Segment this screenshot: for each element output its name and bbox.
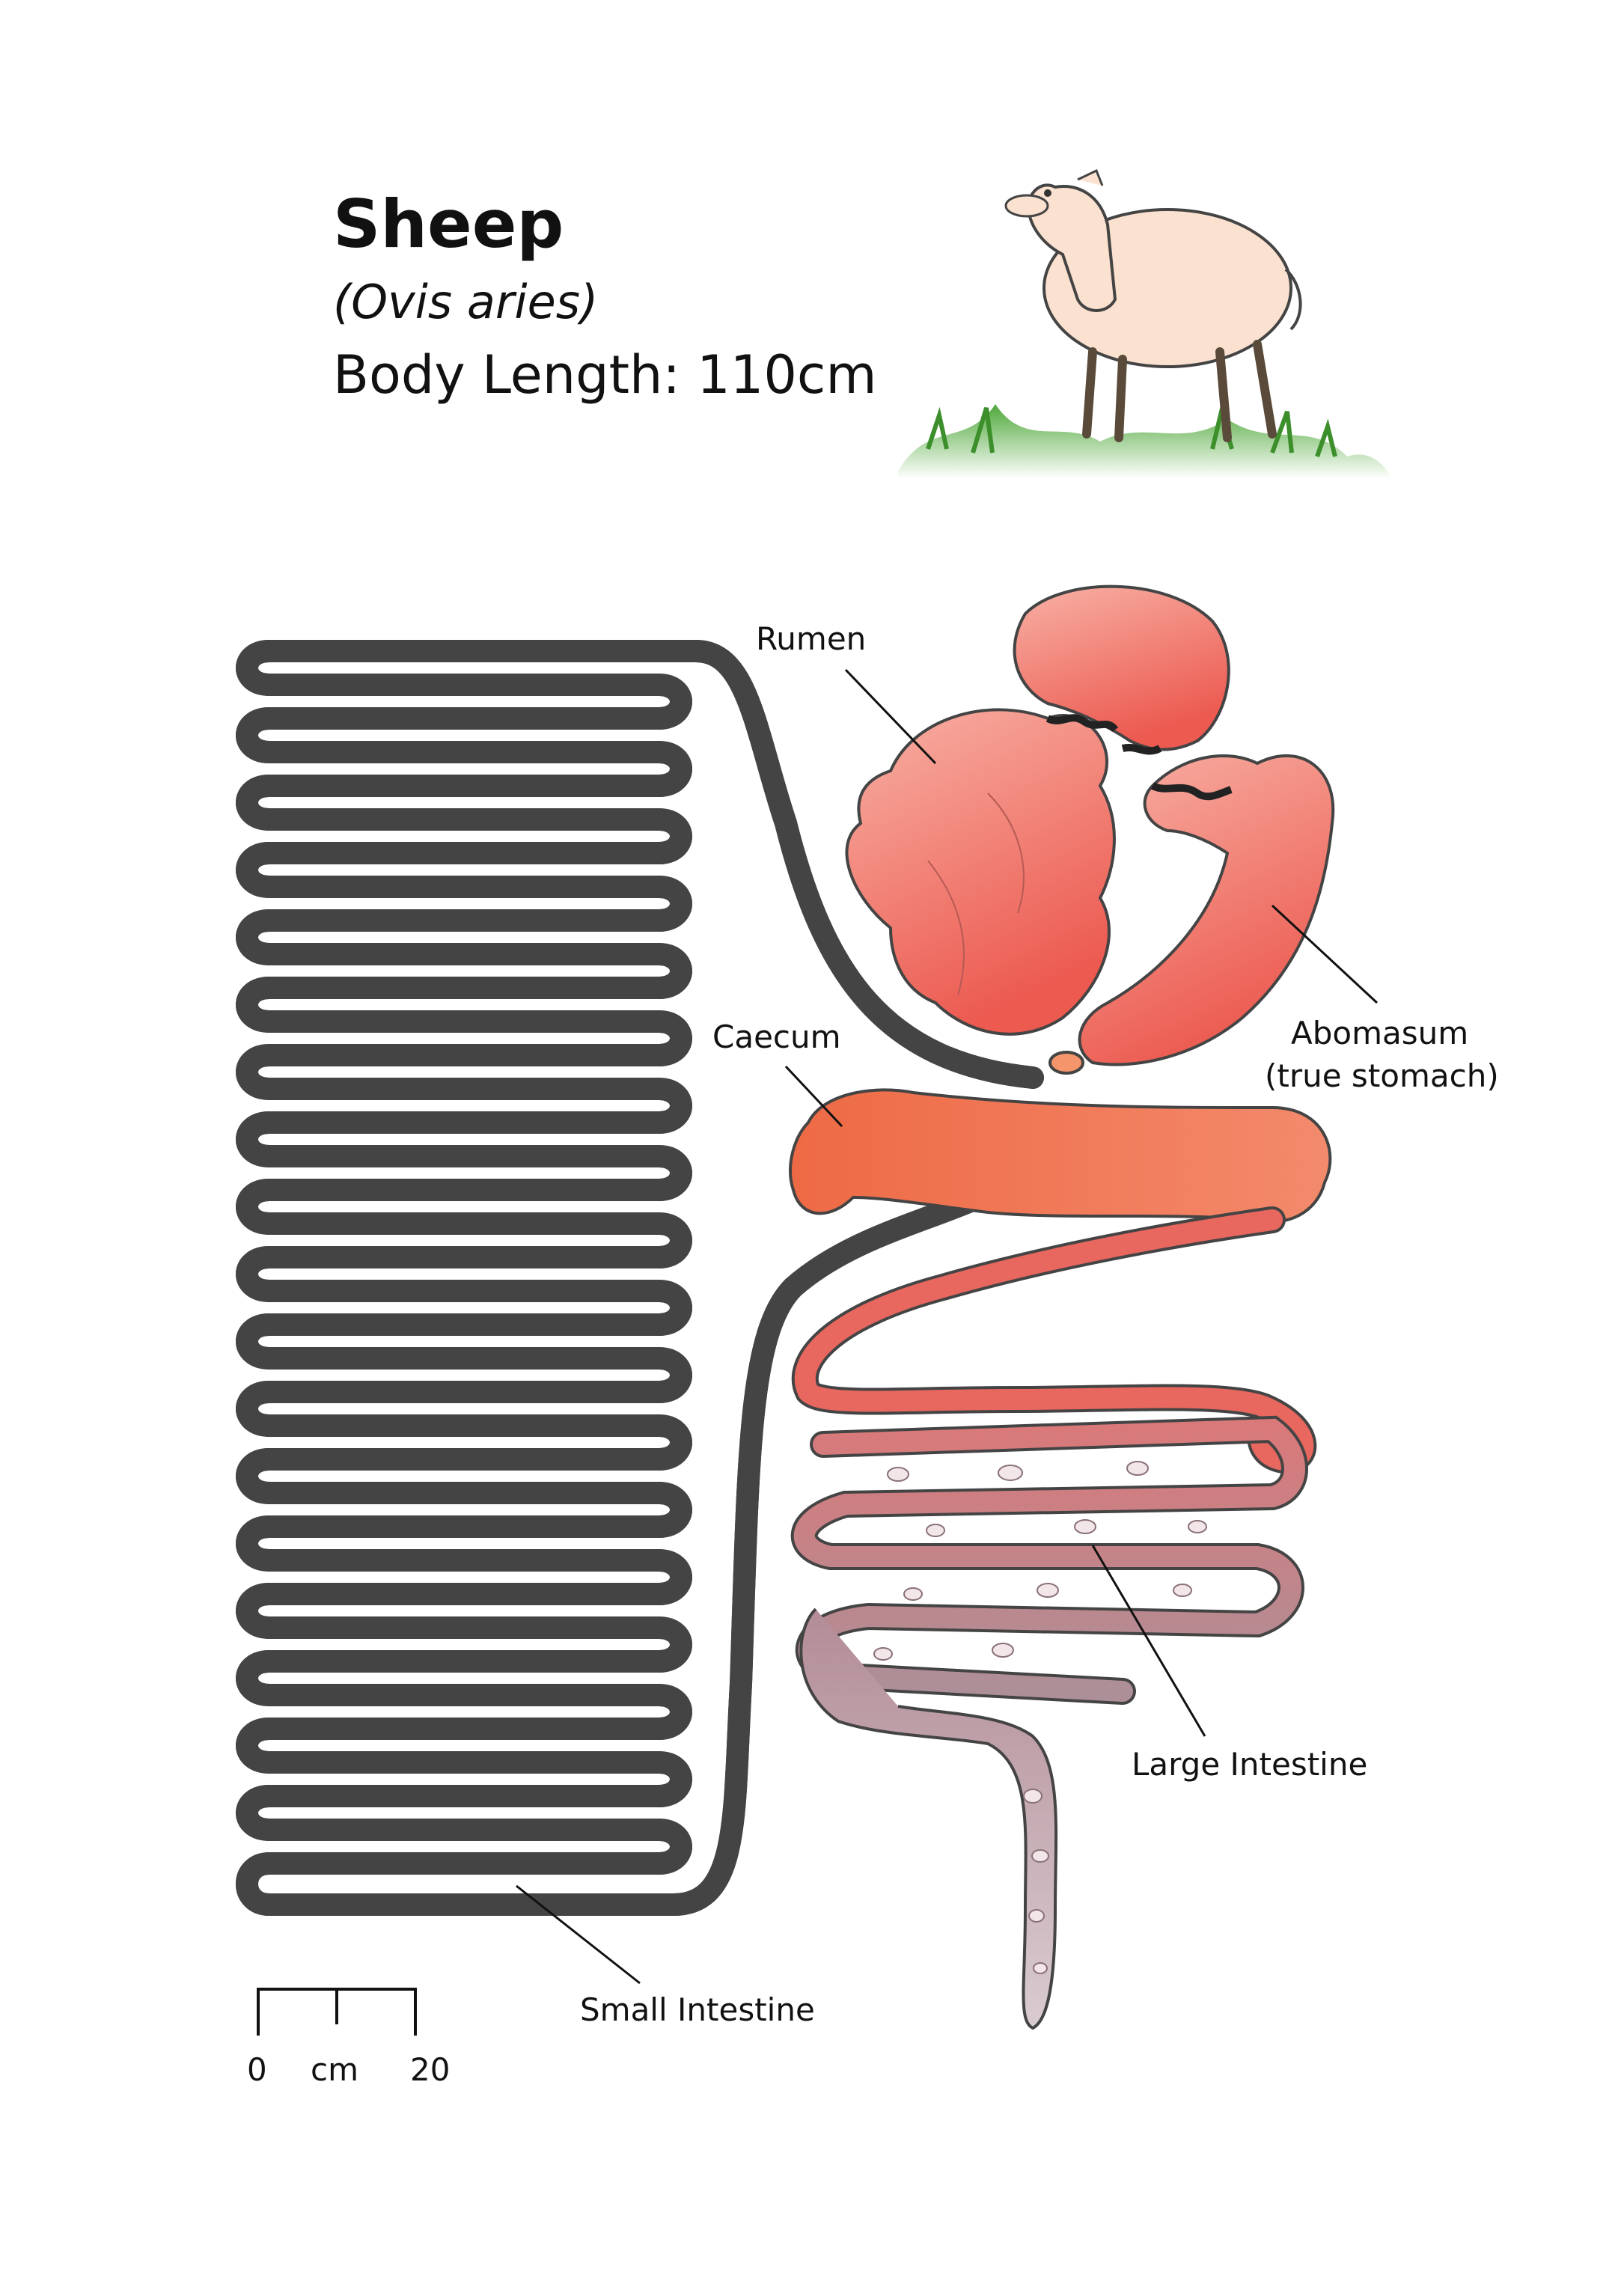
page-title: Sheep: [333, 186, 564, 263]
label-abomasum: Abomasum: [1291, 1015, 1468, 1051]
label-rumen: Rumen: [756, 620, 866, 657]
label-abomasum-note: (true stomach): [1265, 1057, 1499, 1094]
scale-bar: 0 cm 20: [247, 1988, 450, 2088]
scale-max-label: 20: [410, 2051, 450, 2088]
scientific-name: (Ovis aries): [333, 275, 598, 329]
sheep-icon: [898, 168, 1392, 479]
leader-lines: [516, 668, 1379, 1985]
caecum: [789, 1088, 1332, 1224]
large-intestine: [790, 1206, 1317, 2030]
body-length: Body Length: 110cm: [333, 344, 877, 406]
label-large-intestine: Large Intestine: [1132, 1746, 1367, 1783]
scale-unit-label: cm: [311, 2051, 358, 2088]
abomasum: [1048, 754, 1335, 1075]
scale-min-label: 0: [247, 2051, 267, 2088]
label-small-intestine: Small Intestine: [580, 1991, 815, 2028]
label-caecum: Caecum: [712, 1019, 841, 1055]
small-intestine: [247, 640, 1044, 1916]
rumen: [845, 584, 1230, 1036]
